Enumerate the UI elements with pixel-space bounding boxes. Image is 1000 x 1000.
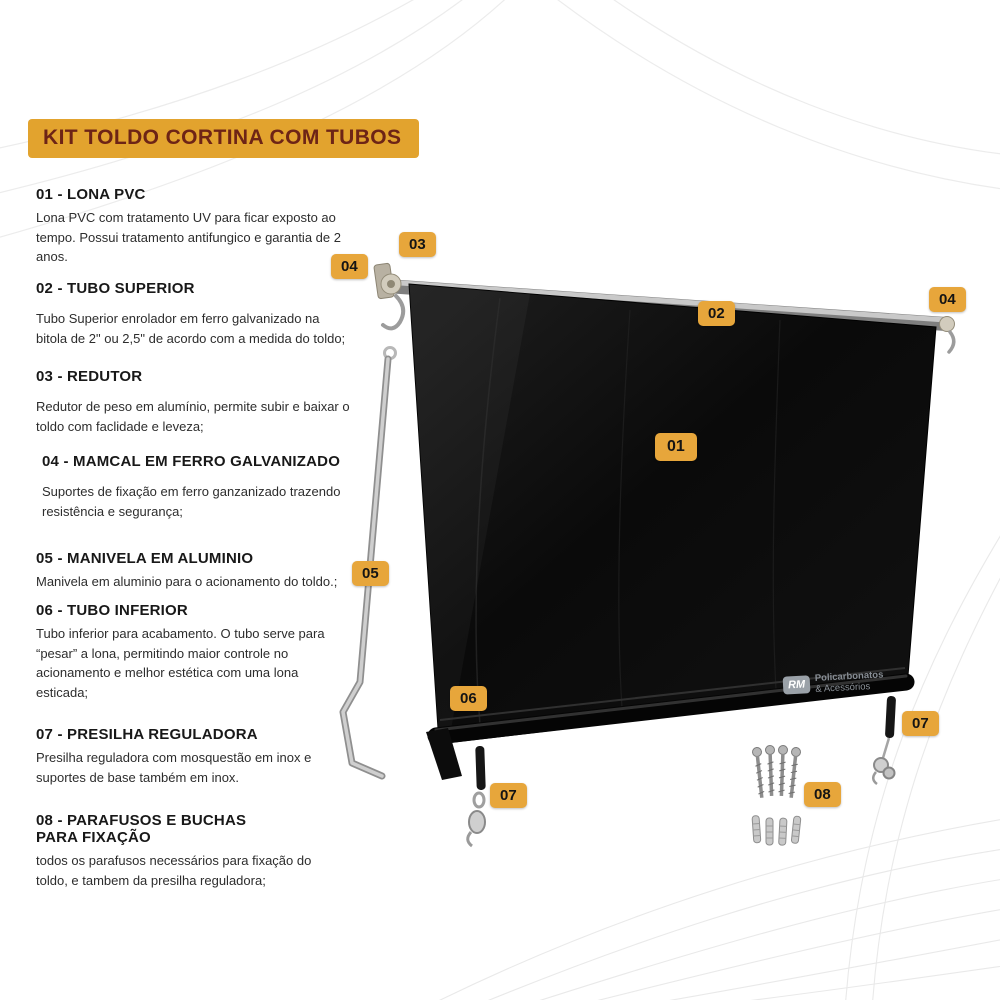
product-illustration (339, 262, 956, 848)
callout-03: 03 (399, 232, 436, 257)
callout-05: 05 (352, 561, 389, 586)
item-heading: 08 - PARAFUSOS E BUCHAS PARA FIXAÇÃO (36, 812, 247, 846)
item-tubo-inferior: 06 - TUBO INFERIOR Tubo inferior para ac… (36, 602, 350, 702)
callout-04-right: 04 (929, 287, 966, 312)
item-manivela: 05 - MANIVELA EM ALUMINIO Manivela em al… (36, 550, 350, 592)
bottom-tube (426, 673, 915, 780)
callout-07-right: 07 (902, 711, 939, 736)
callout-04-left: 04 (331, 254, 368, 279)
item-heading: 01 - LONA PVC (36, 186, 146, 203)
item-heading: 06 - TUBO INFERIOR (36, 602, 188, 619)
item-tubo-superior: 02 - TUBO SUPERIOR Tubo Superior enrolad… (36, 280, 350, 348)
item-body: Tubo inferior para acabamento. O tubo se… (36, 626, 325, 700)
left-strap-hook (466, 745, 486, 848)
callout-01: 01 (655, 433, 697, 461)
item-body: Manivela em aluminio para o acionamento … (36, 574, 338, 589)
item-body: Redutor de peso em alumínio, permite sub… (36, 399, 350, 434)
callout-02: 02 (698, 301, 735, 326)
callout-06: 06 (450, 686, 487, 711)
item-mamcal: 04 - MAMCAL EM FERRO GALVANIZADO Suporte… (38, 453, 356, 521)
item-body: todos os parafusos necessários para fixa… (36, 853, 312, 888)
item-parafusos: 08 - PARAFUSOS E BUCHAS PARA FIXAÇÃO tod… (36, 812, 311, 890)
item-heading: 04 - MAMCAL EM FERRO GALVANIZADO (42, 453, 341, 470)
item-body: Presilha reguladora com mosquestão em in… (36, 750, 312, 785)
item-heading: 03 - REDUTOR (36, 368, 143, 385)
item-heading: 02 - TUBO SUPERIOR (36, 280, 195, 297)
item-body: Tubo Superior enrolador em ferro galvani… (36, 311, 346, 346)
item-heading: 07 - PRESILHA REGULADORA (36, 726, 258, 743)
right-bracket (939, 316, 956, 354)
item-heading: 05 - MANIVELA EM ALUMINIO (36, 550, 254, 567)
reducer-bracket (373, 262, 406, 331)
right-strap-hook (872, 696, 896, 786)
item-lona-pvc: 01 - LONA PVC Lona PVC com tratamento UV… (36, 186, 350, 267)
item-presilha: 07 - PRESILHA REGULADORA Presilha regula… (36, 726, 350, 787)
page-title: KIT TOLDO CORTINA COM TUBOS (28, 119, 420, 158)
screws-and-plugs (751, 745, 802, 846)
brand-logo: RM (782, 675, 811, 696)
callout-07-left: 07 (490, 783, 527, 808)
item-body: Suportes de fixação em ferro ganzanizado… (42, 484, 341, 519)
item-body: Lona PVC com tratamento UV para ficar ex… (36, 210, 341, 264)
callout-08: 08 (804, 782, 841, 807)
item-redutor: 03 - REDUTOR Redutor de peso em alumínio… (36, 368, 350, 436)
